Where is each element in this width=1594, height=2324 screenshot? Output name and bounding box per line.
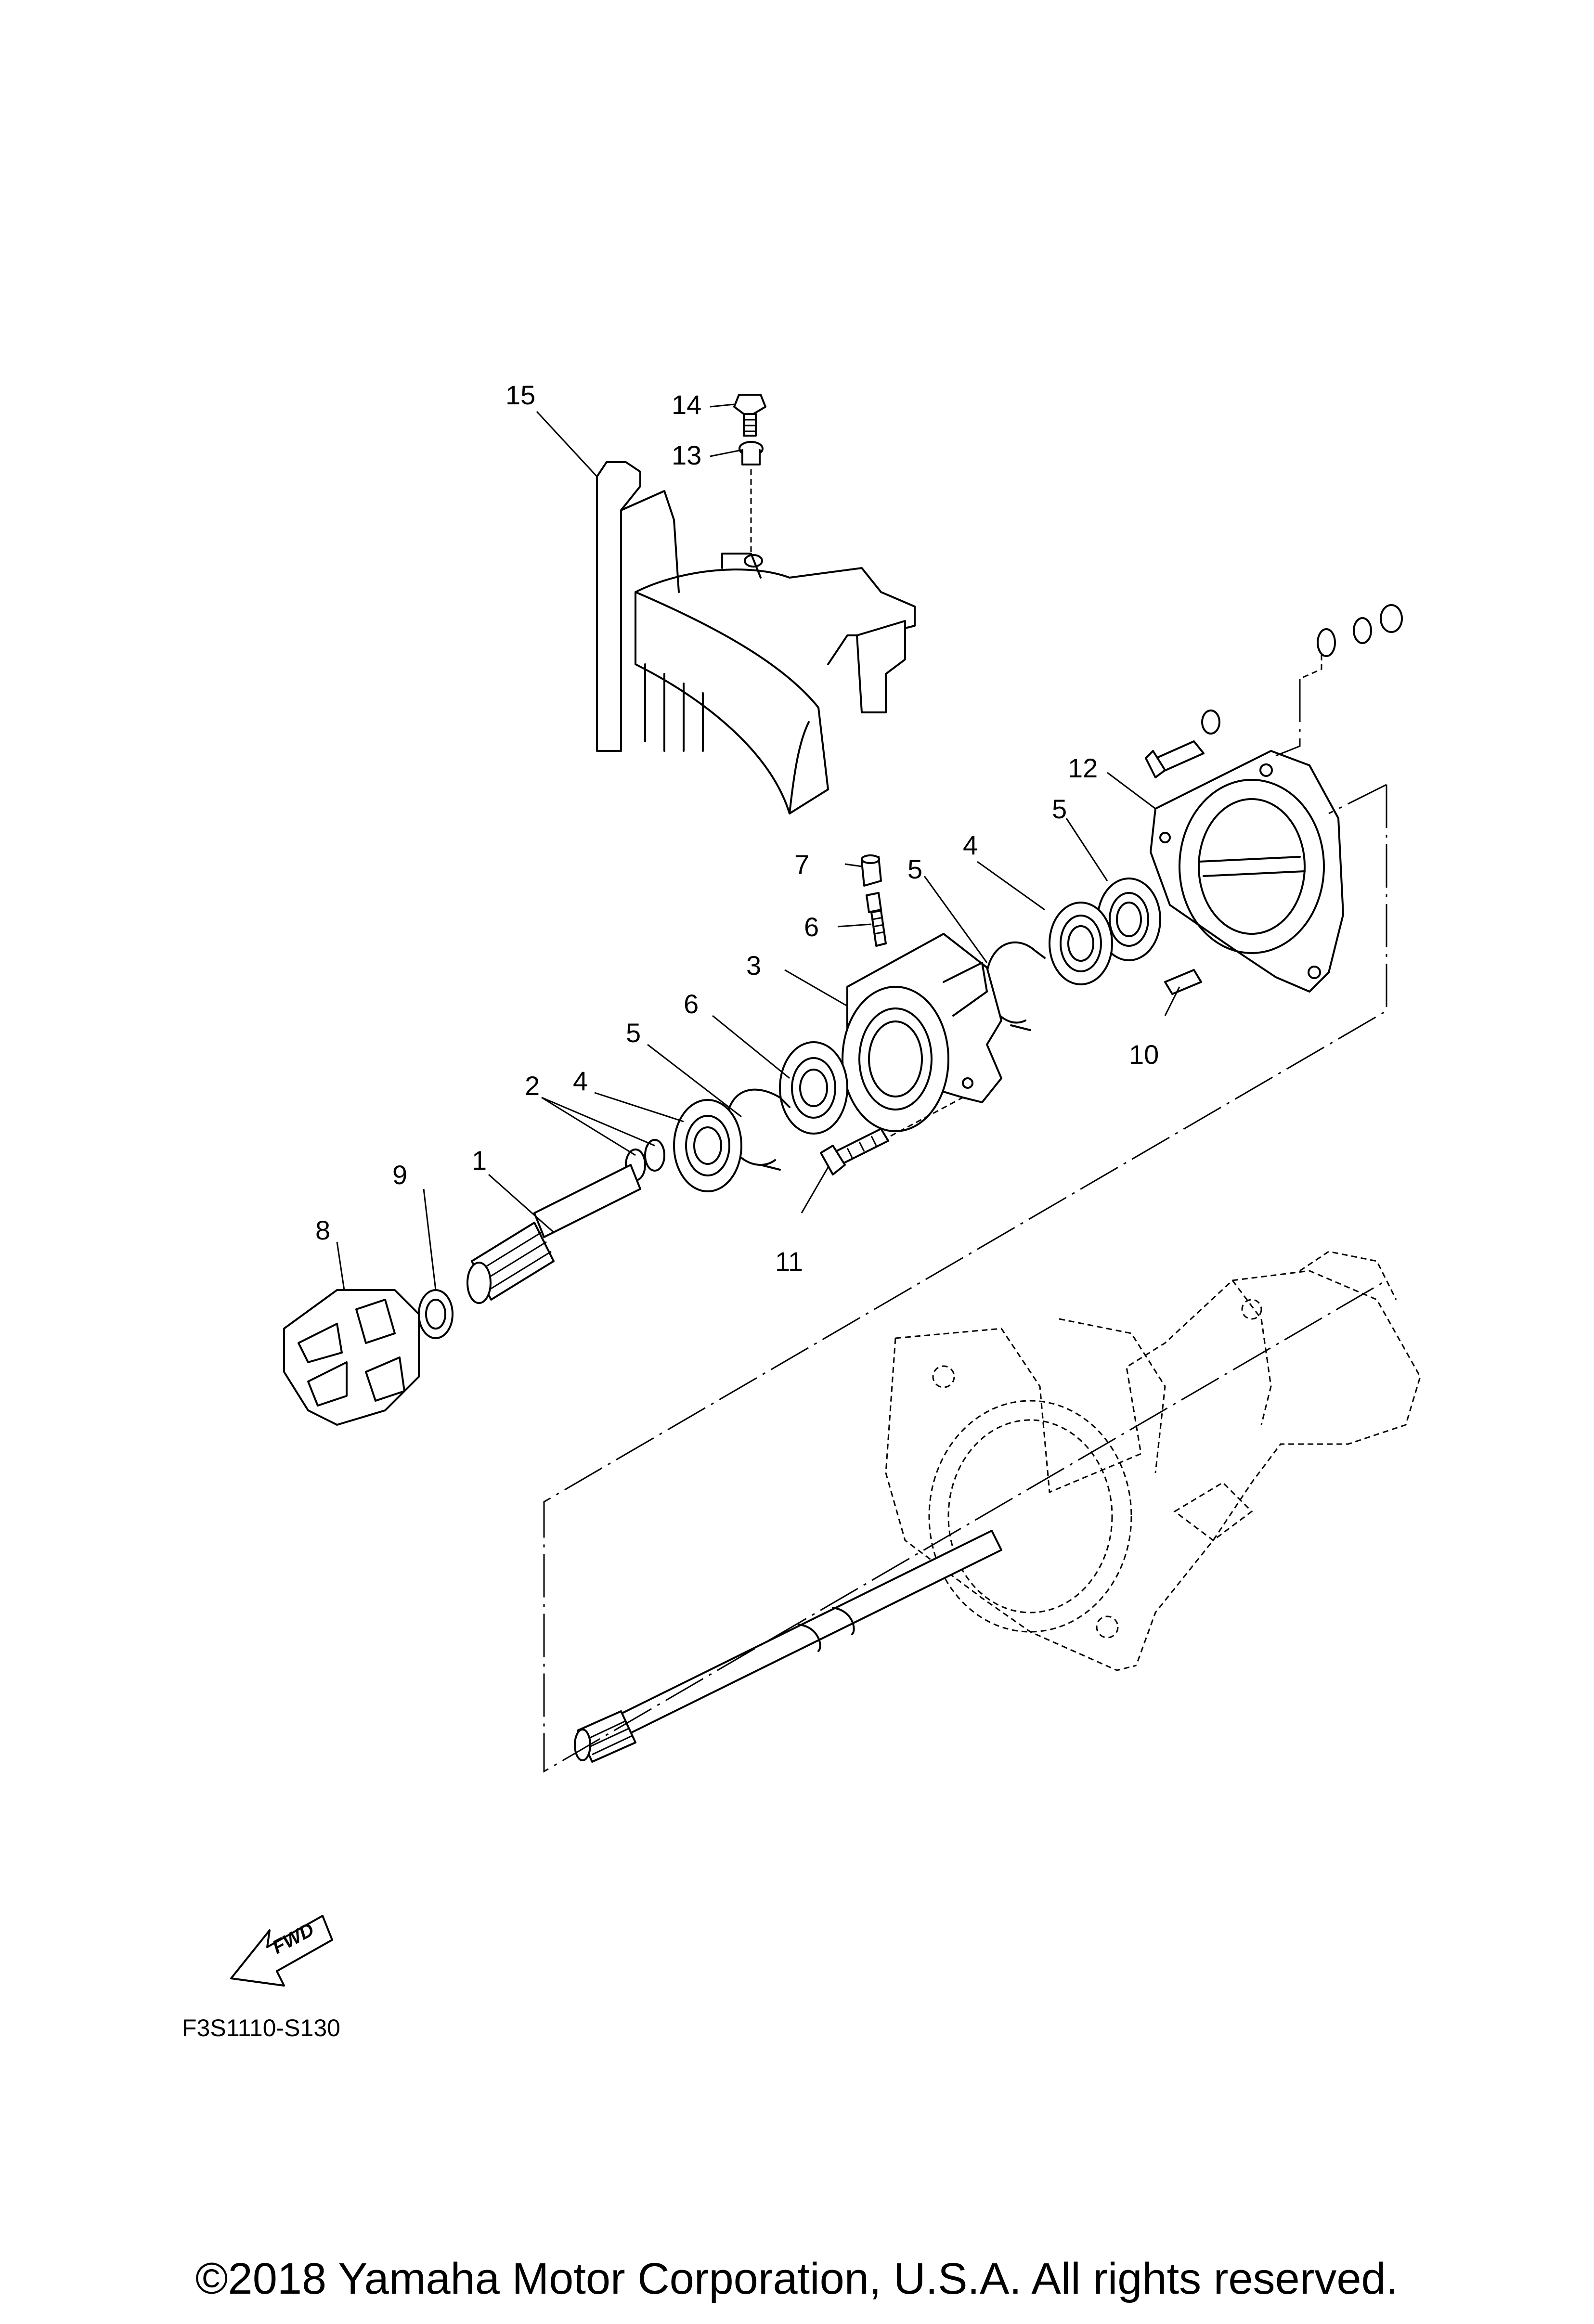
callout-4-left: 4 [573, 1066, 588, 1096]
callout-14: 12 [1068, 753, 1098, 783]
callout-2: 2 [525, 1071, 540, 1101]
part-10-impeller [283, 1289, 420, 1426]
callout-15: 13 [672, 440, 701, 470]
part-16-bolt [733, 394, 766, 437]
callout-1: 1 [472, 1145, 487, 1175]
diagram-code: F3S1110-S130 [182, 2014, 340, 2041]
part-4-bearing-left [673, 1099, 742, 1192]
callout-16: 14 [672, 389, 701, 420]
part-15-washer [739, 441, 764, 465]
callout-11: 9 [392, 1160, 407, 1190]
part-17-duct-cover [596, 461, 916, 814]
callout-5-left: 5 [626, 1018, 641, 1048]
part-1-impeller-shaft [467, 1164, 641, 1304]
callout-13: 11 [775, 1246, 803, 1277]
part-14-housing-plate [1150, 750, 1344, 993]
copyright-notice: ©2018 Yamaha Motor Corporation, U.S.A. A… [195, 2254, 1398, 2303]
callout-10: 8 [315, 1215, 330, 1245]
grease-nipple-set [1299, 604, 1403, 680]
callout-labels: 15 14 13 12 5 4 5 7 6 3 6 5 4 2 1 9 8 10… [315, 380, 1159, 1277]
assembly-frame-top [1328, 784, 1387, 814]
engine-phantom-outline [885, 1251, 1421, 1671]
housing-bolt [1145, 710, 1220, 778]
part-13-bolt [820, 1128, 889, 1175]
part-4-bearing-right [1049, 902, 1113, 985]
callout-9: 7 [794, 849, 809, 879]
part-6-bearing [779, 1041, 848, 1135]
callout-8: 6 [804, 912, 819, 942]
part-3-bearing-housing [842, 933, 1002, 1132]
callout-5-right: 5 [907, 854, 922, 884]
fwd-arrow-icon: FWD [230, 1915, 333, 1987]
assembly-frame-upper [1275, 679, 1301, 757]
assembly-frame-lower [543, 785, 1387, 1773]
callout-3: 3 [746, 950, 761, 981]
part-12-dowel-pin [1164, 969, 1202, 995]
callout-12: 10 [1129, 1039, 1159, 1070]
leader-lines [336, 403, 1180, 1291]
callout-6: 6 [684, 989, 699, 1019]
callout-7: 5 [1052, 794, 1067, 824]
part-8-grease-nipple [866, 892, 887, 947]
part-9-cap [861, 854, 882, 887]
callout-4-right: 4 [963, 830, 978, 860]
bolt-guide-line [890, 1097, 963, 1137]
drive-shaft [574, 1530, 1002, 1763]
callout-17: 15 [505, 380, 535, 410]
part-11-spacer [418, 1289, 454, 1339]
